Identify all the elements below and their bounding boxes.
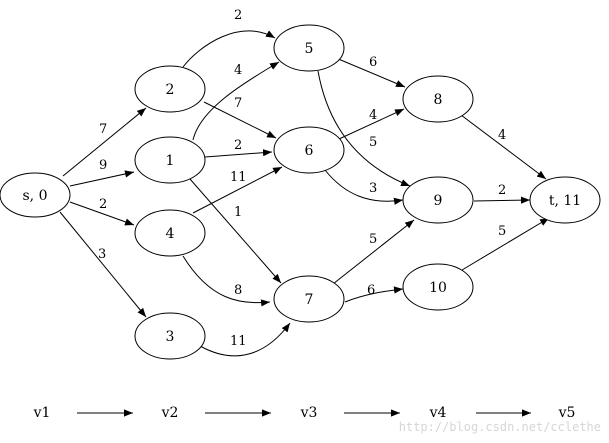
node-label-t: t, 11	[549, 193, 581, 209]
layer-label-v5: v5	[558, 405, 576, 421]
node-label-4: 4	[166, 226, 175, 242]
node-label-9: 9	[434, 193, 443, 209]
edge-2-6	[203, 101, 277, 139]
edge-4-6	[192, 166, 283, 214]
edge-label-5-9: 5	[369, 135, 377, 150]
edge-s-4	[69, 201, 135, 226]
node-3: 3	[134, 312, 206, 360]
edge-7-9	[332, 219, 415, 285]
node-8: 8	[402, 75, 474, 123]
node-6: 6	[273, 126, 345, 174]
edge-5-9	[317, 70, 411, 187]
node-label-7: 7	[305, 292, 314, 308]
layer-label-v4: v4	[429, 405, 447, 421]
edge-7-10	[344, 286, 404, 303]
edge-s-2	[62, 107, 147, 177]
edge-label-8-t: 4	[498, 128, 506, 143]
edge-label-s-2: 7	[99, 122, 107, 137]
node-10: 10	[402, 263, 474, 311]
edge-label-4-7: 8	[234, 283, 242, 298]
node-label-5: 5	[305, 41, 314, 57]
node-label-6: 6	[305, 143, 314, 159]
layer-label-v3: v3	[300, 405, 318, 421]
node-2: 2	[134, 65, 206, 113]
edge-8-t	[460, 114, 547, 180]
node-7: 7	[273, 275, 345, 323]
layer-row: v1 v2 v3 v4 v5	[33, 405, 576, 421]
edge-6-9	[324, 169, 404, 205]
edge-label-10-t: 5	[498, 224, 506, 239]
nodes: s, 0 2 1 4 3 5 6 7	[0, 24, 601, 360]
edge-label-2-6: 7	[234, 96, 242, 111]
edge-6-8	[338, 108, 405, 140]
layer-label-v1: v1	[33, 405, 51, 421]
node-label-1: 1	[166, 153, 175, 169]
edge-label-1-6: 2	[234, 138, 242, 153]
node-label-s: s, 0	[23, 188, 48, 204]
edge-1-6	[204, 149, 273, 158]
edge-1-5	[192, 61, 280, 141]
edge-9-t	[473, 196, 531, 204]
node-4: 4	[134, 209, 206, 257]
edge-label-s-3: 3	[98, 247, 106, 262]
edge-s-3	[59, 211, 147, 318]
edge-label-1-5: 4	[234, 63, 242, 78]
edge-label-9-t: 2	[498, 183, 506, 198]
edge-1-7	[189, 178, 282, 284]
edge-10-t	[461, 217, 550, 271]
node-label-3: 3	[166, 329, 175, 345]
node-9: 9	[402, 176, 474, 224]
node-label-10: 10	[429, 280, 447, 296]
layer-label-v2: v2	[161, 405, 179, 421]
node-s: s, 0	[0, 172, 71, 218]
edges: 7 9 2 3 2 7 4 2 1 11 8 11 6 5 4 3 5	[59, 8, 550, 357]
node-1: 1	[134, 136, 206, 184]
edge-label-5-8: 6	[369, 55, 377, 70]
node-t: t, 11	[529, 176, 601, 224]
node-label-8: 8	[434, 92, 443, 108]
edge-4-7	[182, 255, 271, 307]
node-label-2: 2	[166, 82, 175, 98]
edge-label-s-1: 9	[99, 158, 107, 173]
watermark-text: http://blog.csdn.net/cclethe	[399, 420, 601, 434]
edge-label-7-9: 5	[369, 232, 377, 247]
edge-2-5	[182, 30, 276, 68]
edge-label-1-7: 1	[234, 205, 242, 220]
edge-5-8	[335, 57, 406, 88]
edge-label-7-10: 6	[367, 283, 375, 298]
edge-label-3-7: 11	[230, 334, 247, 349]
edge-s-1	[69, 170, 135, 187]
edge-label-s-4: 2	[99, 197, 107, 212]
edge-label-4-6: 11	[230, 170, 247, 185]
edge-label-6-9: 3	[369, 181, 377, 196]
node-5: 5	[273, 24, 345, 72]
edge-label-2-5: 2	[234, 8, 242, 23]
edge-3-7	[199, 322, 291, 357]
edge-label-6-8: 4	[369, 108, 377, 123]
